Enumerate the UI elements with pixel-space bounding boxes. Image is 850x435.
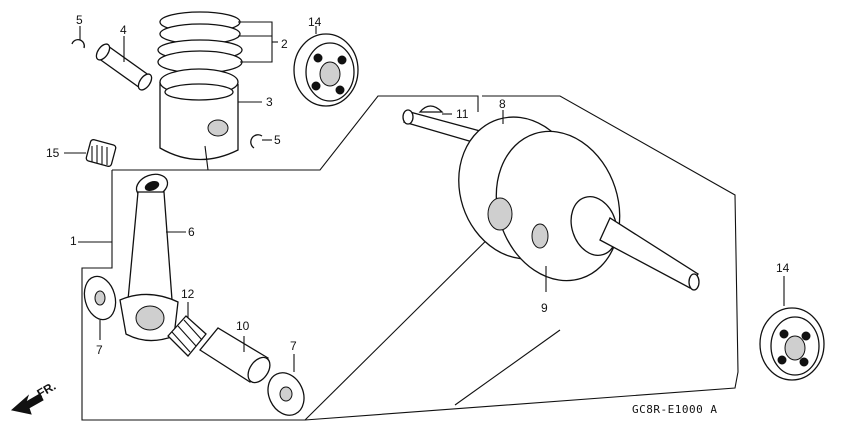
thrust-washer-icon-2 xyxy=(267,354,305,416)
needle-bearing-small-icon xyxy=(64,139,117,167)
thrust-washer-icon xyxy=(83,275,117,340)
piston-icon xyxy=(159,68,262,171)
piston-rings-icon xyxy=(157,11,278,74)
callout-9: 9 xyxy=(541,301,548,315)
needle-bearing-icon xyxy=(167,302,207,357)
callout-15: 15 xyxy=(46,146,60,160)
callout-4: 4 xyxy=(120,23,127,37)
callout-12: 12 xyxy=(181,287,195,301)
callout-6: 6 xyxy=(188,225,195,239)
crankshaft-icon xyxy=(402,109,700,292)
callout-1: 1 xyxy=(70,234,77,248)
callout-14b: 14 xyxy=(776,261,790,275)
connecting-rod-icon xyxy=(119,173,186,342)
callout-14: 14 xyxy=(308,15,322,29)
callout-8: 8 xyxy=(499,97,506,111)
callout-5b: 5 xyxy=(274,133,281,147)
diagram-code: GC8R-E1000 A xyxy=(632,403,717,416)
callout-2: 2 xyxy=(281,37,288,51)
piston-pin-icon xyxy=(95,36,153,91)
callout-7: 7 xyxy=(96,343,103,357)
front-arrow-icon: FR. xyxy=(10,379,58,415)
callout-7b: 7 xyxy=(290,339,297,353)
callout-5: 5 xyxy=(76,13,83,27)
crank-bearing-icon xyxy=(293,26,359,107)
callouts: 5 4 2 3 14 5 15 11 8 1 6 12 7 10 7 9 14 xyxy=(46,13,790,357)
callout-11: 11 xyxy=(456,107,469,121)
piston-pin-clip-icon xyxy=(71,26,85,49)
callout-3: 3 xyxy=(266,95,273,109)
crank-bearing-icon-2 xyxy=(759,276,825,381)
crank-pin-icon xyxy=(199,327,271,384)
piston-pin-clip-icon-2 xyxy=(250,134,272,149)
callout-10: 10 xyxy=(236,319,250,333)
woodruff-key-icon xyxy=(418,105,452,115)
assembly-outline xyxy=(81,95,739,421)
